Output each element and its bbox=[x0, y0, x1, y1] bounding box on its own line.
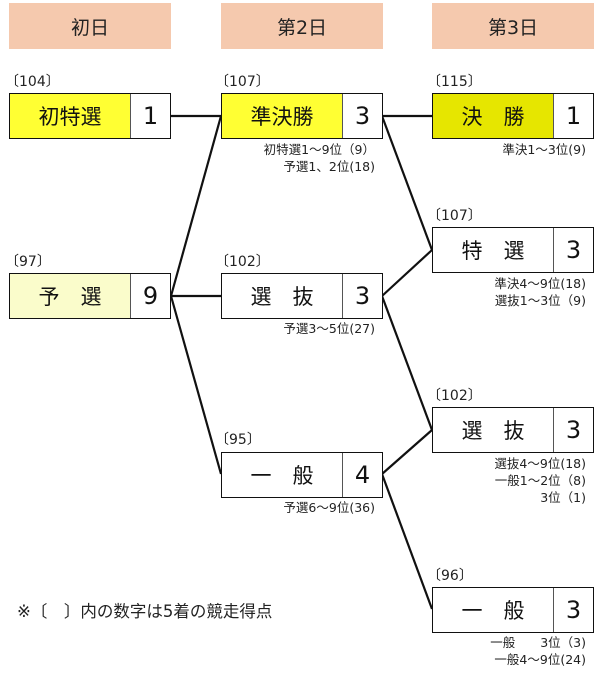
qualifier-note: 予選6～9位(36) bbox=[283, 500, 375, 515]
qualifier-note: 選抜1～3位（9) bbox=[494, 293, 586, 308]
race-count: 3 bbox=[565, 416, 582, 444]
race-name: 一 般 bbox=[433, 588, 554, 632]
qualifier-note: 一般4～9位(24) bbox=[494, 652, 586, 667]
qualifier-note: 選抜4～9位(18) bbox=[494, 456, 586, 471]
race-box-day1-yosen: 予 選 9 bbox=[9, 273, 171, 319]
qualifier-notes-day3-tokusen: 準決4～9位(18) 選抜1～3位（9) bbox=[494, 275, 586, 309]
race-count: 3 bbox=[565, 596, 582, 624]
score-day1-yosen: 〔97〕 bbox=[5, 254, 51, 270]
race-name: 予 選 bbox=[10, 274, 131, 318]
race-count: 3 bbox=[354, 282, 371, 310]
score-day3-senbatsu: 〔102〕 bbox=[427, 388, 482, 404]
qualifier-note: 一般 3位（3) bbox=[490, 635, 586, 650]
race-name: 選 抜 bbox=[222, 274, 343, 318]
header-day2: 第2日 bbox=[221, 3, 383, 49]
qualifier-note: 準決1～3位(9) bbox=[502, 142, 586, 157]
score-day1-tokusen: 〔104〕 bbox=[5, 74, 60, 90]
race-name: 初特選 bbox=[10, 94, 131, 138]
race-name: 特 選 bbox=[433, 228, 554, 272]
score-day3-tokusen: 〔107〕 bbox=[427, 208, 482, 224]
qualifier-notes-day3-kessho: 準決1～3位(9) bbox=[502, 141, 586, 158]
line-senbatsu-to-tokusen bbox=[381, 249, 433, 297]
race-box-day2-ippan: 一 般 4 bbox=[221, 452, 383, 498]
race-count: 3 bbox=[354, 102, 371, 130]
qualifier-notes-day2-senbatsu: 予選3～5位(27) bbox=[283, 320, 375, 337]
line-ippan-to-senbatsu bbox=[381, 429, 433, 475]
line-ippan-to-ippan bbox=[380, 473, 434, 610]
qualifier-notes-day2-ippan: 予選6～9位(36) bbox=[283, 499, 375, 516]
race-name: 準決勝 bbox=[222, 94, 343, 138]
score-day2-ippan: 〔95〕 bbox=[215, 432, 261, 448]
line-yosen-to-ippan bbox=[169, 295, 223, 475]
race-box-day2-junkessho: 準決勝 3 bbox=[221, 93, 383, 139]
race-box-day2-senbatsu: 選 抜 3 bbox=[221, 273, 383, 319]
race-name: 決 勝 bbox=[433, 94, 554, 138]
header-day1: 初日 bbox=[9, 3, 171, 49]
score-day2-junkessho: 〔107〕 bbox=[215, 74, 270, 90]
race-count: 4 bbox=[354, 461, 371, 489]
qualifier-notes-day3-senbatsu: 選抜4～9位(18) 一般1～2位（8) 3位（1) bbox=[494, 455, 586, 506]
race-box-day3-kessho: 決 勝 1 bbox=[432, 93, 594, 139]
qualifier-note: 初特選1～9位（9） bbox=[263, 142, 375, 157]
score-day3-kessho: 〔115〕 bbox=[427, 74, 482, 90]
race-name: 一 般 bbox=[222, 453, 343, 497]
score-day2-senbatsu: 〔102〕 bbox=[215, 254, 270, 270]
race-count: 3 bbox=[565, 236, 582, 264]
race-count: 1 bbox=[565, 102, 582, 130]
line-senbatsu-to-senbatsu bbox=[380, 295, 434, 431]
race-count: 1 bbox=[142, 102, 159, 130]
qualifier-note: 予選3～5位(27) bbox=[283, 321, 375, 336]
race-box-day1-tokusen: 初特選 1 bbox=[9, 93, 171, 139]
race-count: 9 bbox=[142, 282, 159, 310]
line-yosen-to-junkessho bbox=[169, 115, 223, 297]
qualifier-note: 一般1～2位（8) bbox=[494, 473, 586, 488]
race-name: 選 抜 bbox=[433, 408, 554, 452]
footnote: ※〔 〕内の数字は5着の競走得点 bbox=[17, 602, 273, 621]
qualifier-note: 準決4～9位(18) bbox=[494, 276, 586, 291]
qualifier-notes-day3-ippan: 一般 3位（3) 一般4～9位(24) bbox=[490, 634, 586, 668]
qualifier-note: 3位（1) bbox=[540, 490, 586, 505]
race-box-day3-ippan: 一 般 3 bbox=[432, 587, 594, 633]
race-box-day3-senbatsu: 選 抜 3 bbox=[432, 407, 594, 453]
header-day3: 第3日 bbox=[432, 3, 594, 49]
race-box-day3-tokusen: 特 選 3 bbox=[432, 227, 594, 273]
line-junkessho-to-tokusen bbox=[380, 115, 434, 251]
score-day3-ippan: 〔96〕 bbox=[427, 568, 473, 584]
qualifier-note: 予選1、2位(18) bbox=[283, 159, 375, 174]
qualifier-notes-day2-junkessho: 初特選1～9位（9） 予選1、2位(18) bbox=[264, 141, 375, 175]
